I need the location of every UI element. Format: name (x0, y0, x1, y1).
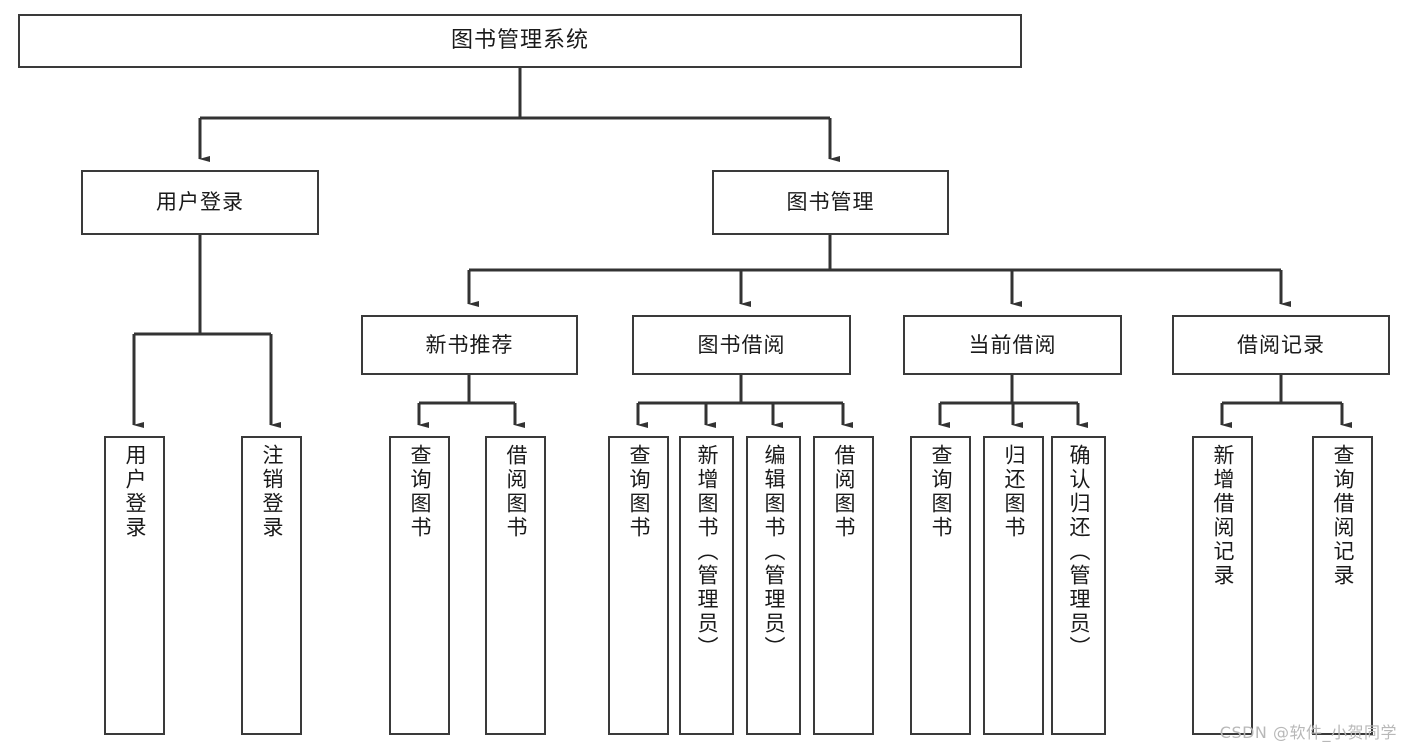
leaf-leaf-borrow-book[interactable]: 借阅图书 (813, 436, 874, 735)
leaf-leaf-add-record-label: 新增借阅记录 (1211, 444, 1235, 588)
node-root-label: 图书管理系统 (450, 28, 589, 54)
leaf-leaf-query-book-cur[interactable]: 查询图书 (910, 436, 971, 735)
leaf-leaf-borrow-book-rec[interactable]: 借阅图书 (485, 436, 546, 735)
node-user-login-label: 用户登录 (156, 190, 244, 215)
watermark: CSDN @软件_小贺同学 (1219, 723, 1397, 742)
node-book-borrow-label: 图书借阅 (697, 332, 786, 357)
leaf-leaf-return-book[interactable]: 归还图书 (983, 436, 1044, 735)
leaf-leaf-query-book-rec[interactable]: 查询图书 (389, 436, 450, 735)
leaf-leaf-confirm-return[interactable]: 确认归还（管理员） (1051, 436, 1106, 735)
leaf-leaf-edit-book[interactable]: 编辑图书（管理员） (746, 436, 801, 735)
leaf-leaf-user-login-label: 用户登录 (123, 444, 147, 540)
node-user-login[interactable]: 用户登录 (81, 170, 319, 235)
leaf-leaf-logout[interactable]: 注销登录 (241, 436, 302, 735)
leaf-leaf-query-book-borrow-label: 查询图书 (627, 444, 651, 540)
node-current-borrow[interactable]: 当前借阅 (903, 315, 1122, 375)
leaf-leaf-query-book-rec-label: 查询图书 (408, 444, 432, 540)
leaf-leaf-confirm-return-label: 确认归还（管理员） (1067, 444, 1091, 660)
leaf-leaf-query-record[interactable]: 查询借阅记录 (1312, 436, 1373, 735)
node-book-borrow[interactable]: 图书借阅 (632, 315, 851, 375)
node-root[interactable]: 图书管理系统 (18, 14, 1022, 68)
leaf-leaf-borrow-book-label: 借阅图书 (832, 444, 856, 540)
node-book-manage[interactable]: 图书管理 (712, 170, 949, 235)
leaf-leaf-add-record[interactable]: 新增借阅记录 (1192, 436, 1253, 735)
node-borrow-record[interactable]: 借阅记录 (1172, 315, 1390, 375)
node-borrow-record-label: 借阅记录 (1237, 332, 1325, 357)
leaf-leaf-borrow-book-rec-label: 借阅图书 (504, 444, 528, 540)
leaf-leaf-query-record-label: 查询借阅记录 (1331, 444, 1355, 588)
node-new-book-rec[interactable]: 新书推荐 (361, 315, 578, 375)
leaf-leaf-logout-label: 注销登录 (260, 444, 284, 540)
node-new-book-rec-label: 新书推荐 (425, 332, 514, 357)
leaf-leaf-add-book[interactable]: 新增图书（管理员） (679, 436, 734, 735)
leaf-leaf-edit-book-label: 编辑图书（管理员） (762, 444, 786, 660)
leaf-leaf-return-book-label: 归还图书 (1002, 444, 1026, 540)
node-book-manage-label: 图书管理 (786, 190, 875, 215)
node-current-borrow-label: 当前借阅 (968, 332, 1057, 357)
leaf-leaf-user-login[interactable]: 用户登录 (104, 436, 165, 735)
leaf-leaf-add-book-label: 新增图书（管理员） (695, 444, 719, 660)
leaf-leaf-query-book-cur-label: 查询图书 (929, 444, 953, 540)
leaf-leaf-query-book-borrow[interactable]: 查询图书 (608, 436, 669, 735)
